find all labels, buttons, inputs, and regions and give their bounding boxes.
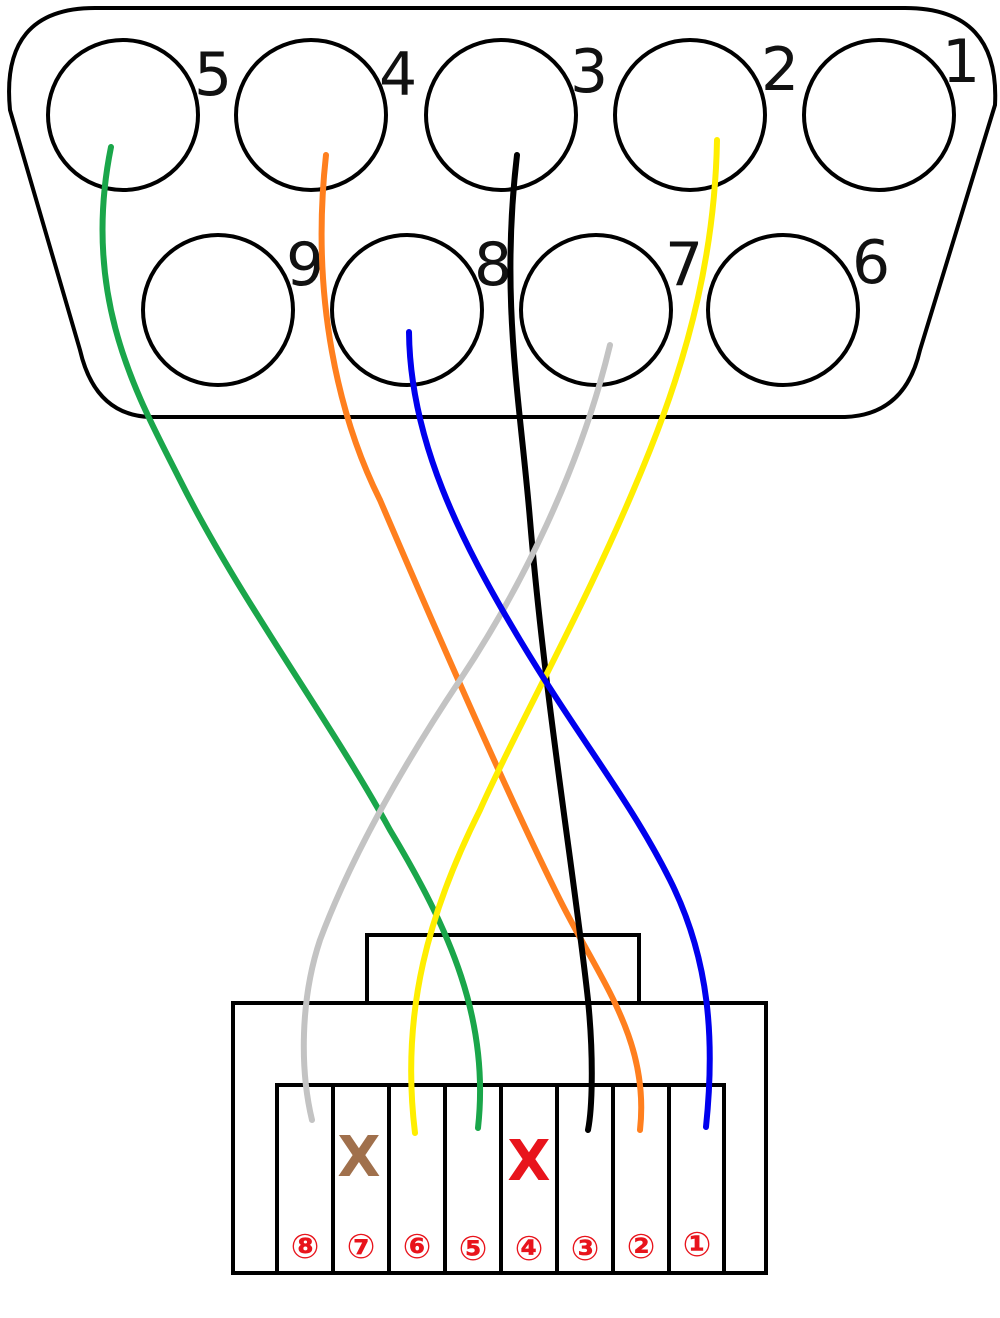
db9-pin-3: 3 — [424, 37, 608, 192]
rj45-slot-label: ② — [627, 1227, 656, 1267]
wire-yellow — [408, 137, 720, 1136]
db9-pin-label: 4 — [379, 40, 417, 110]
rj45-slot-dividers — [331, 1085, 671, 1273]
db9-pin-label: 2 — [761, 35, 799, 105]
rj45-slot-label: ⑦ — [347, 1227, 376, 1267]
db9-pin-8: 8 — [330, 230, 512, 387]
db9-pin-label: 7 — [665, 230, 703, 300]
wire-gray — [300, 342, 613, 1123]
slot-7-unused-mark: X — [337, 1125, 380, 1190]
rj45-slot-label: ③ — [571, 1229, 600, 1269]
db9-pin-label: 3 — [570, 37, 608, 107]
wire-blue — [406, 329, 713, 1130]
db9-pin-label: 6 — [852, 228, 890, 298]
db9-pin-label: 8 — [474, 230, 512, 300]
db9-pin-2: 2 — [613, 35, 799, 192]
wire-orange — [318, 152, 645, 1133]
rj45-slot-label: ① — [683, 1225, 712, 1265]
db9-pin-7: 7 — [519, 230, 703, 387]
db9-pin-4: 4 — [234, 38, 417, 192]
slot-4-unused-mark: X — [507, 1129, 550, 1194]
db9-pin-6: 6 — [706, 228, 890, 387]
rj45-slot-label: ⑥ — [403, 1227, 432, 1267]
rj45-slot-label: ⑧ — [291, 1227, 320, 1267]
rj45-slot-label: ⑤ — [459, 1229, 488, 1269]
db9-pin-9: 9 — [141, 230, 324, 387]
db9-pin-label: 9 — [286, 230, 324, 300]
db9-pin-label: 1 — [942, 27, 980, 97]
db9-pin-5: 5 — [46, 38, 232, 192]
db9-pin-label: 5 — [194, 40, 232, 110]
rj45-latch-tab — [365, 933, 641, 1005]
wire-green — [99, 144, 484, 1131]
db9-pin-1: 1 — [802, 27, 980, 192]
rj45-slot-label: ④ — [515, 1229, 544, 1269]
